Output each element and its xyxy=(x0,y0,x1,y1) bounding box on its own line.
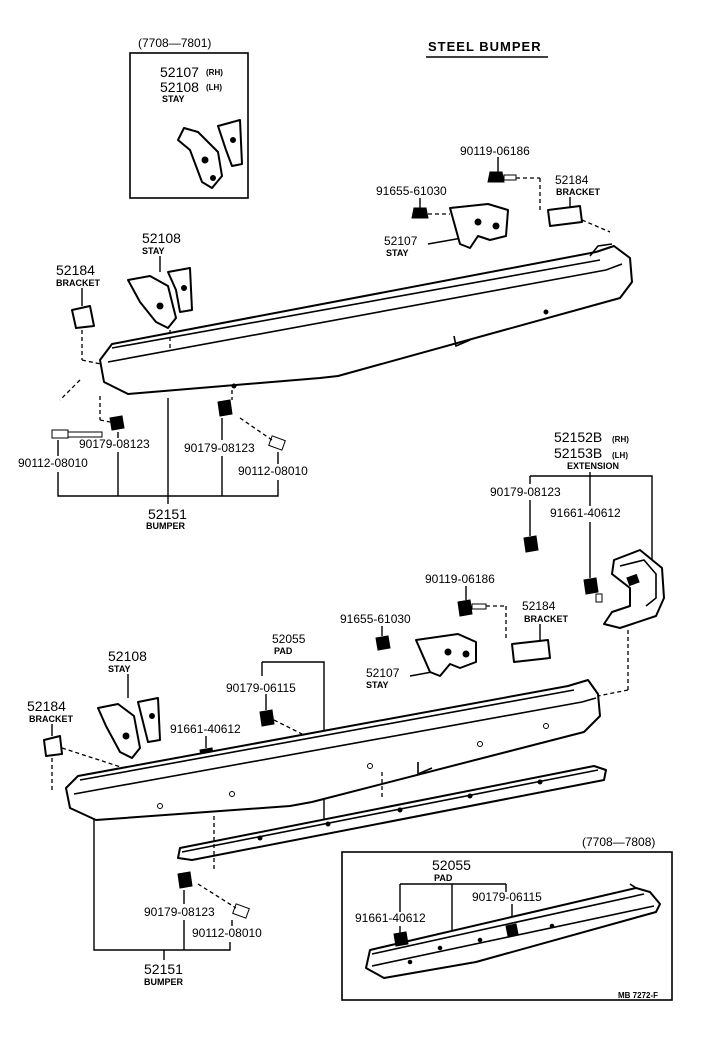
inset2-pad-name: PAD xyxy=(434,873,453,883)
inset1-lh: (LH) xyxy=(206,83,222,92)
lower-nut-pad-part xyxy=(259,709,275,727)
lower-bolt-9165561030: 91655-61030 xyxy=(340,612,411,626)
upper-stay-l-part xyxy=(127,267,193,329)
inset1-pn-lh: 52108 xyxy=(160,79,199,95)
lower-bolt-9165561030-part xyxy=(375,635,391,651)
upper-stay-name-l: STAY xyxy=(142,246,165,256)
upper-bracket-pn-r: 52184 xyxy=(555,173,589,187)
inset1-rh: (RH) xyxy=(206,68,223,77)
inset1-box xyxy=(129,52,249,199)
ext-nut: 90179-08123 xyxy=(490,485,561,499)
ext-pn-lh: 52153B xyxy=(554,445,602,461)
lower-bracket-l-part xyxy=(43,735,63,757)
lower-bracket-pn-l: 52184 xyxy=(27,698,66,714)
lower-stay-pn-l: 52108 xyxy=(108,648,147,664)
inset1-pn-rh: 52107 xyxy=(160,64,199,80)
inset2-box xyxy=(341,851,673,1001)
inset2-pad-pn: 52055 xyxy=(432,857,471,873)
inset2-bumper-part xyxy=(365,883,661,979)
lower-bracket-name-l: BRACKET xyxy=(29,714,74,724)
inset2-nut: 90179-06115 xyxy=(472,890,542,904)
upper-stay-pn-r: 52107 xyxy=(384,234,418,248)
lower-stay-l-part xyxy=(97,697,161,759)
lower-stay-r-part xyxy=(415,633,477,677)
extension-part xyxy=(603,549,665,629)
upper-bolt-9011906186: 90119-06186 xyxy=(460,144,530,158)
lower-pad-name: PAD xyxy=(274,646,293,656)
inset2-bolt: 91661-40612 xyxy=(355,911,426,925)
upper-bracket-r-part xyxy=(547,205,583,227)
lower-bolt-pad: 91661-40612 xyxy=(170,722,241,736)
upper-nut-b-part xyxy=(217,399,233,417)
lower-bolt: 90112-08010 xyxy=(192,926,262,940)
upper-bracket-l-part xyxy=(71,305,95,329)
upper-nut-b: 90179-08123 xyxy=(184,441,255,455)
lower-stay-pn-r: 52107 xyxy=(366,666,400,680)
lower-bracket-pn-r: 52184 xyxy=(522,599,556,613)
ext-name: EXTENSION xyxy=(567,461,619,471)
lower-nut-part xyxy=(177,871,193,889)
lower-nut: 90179-08123 xyxy=(144,905,215,919)
upper-bumper-name: BUMPER xyxy=(146,521,186,531)
ext-nut-part xyxy=(523,535,539,553)
inset2-period: (7708—7808) xyxy=(582,835,655,849)
ext-bolt-part xyxy=(583,577,603,603)
lower-bolt-9011906186-part xyxy=(457,599,487,617)
upper-bolt-9165561030-part xyxy=(411,207,429,219)
upper-bolt-b-part xyxy=(239,417,286,451)
ext-pn-rh: 52152B xyxy=(554,429,602,445)
ext-bolt: 91661-40612 xyxy=(550,506,621,520)
lower-bracket-name-r: BRACKET xyxy=(524,614,569,624)
lower-bumper-part xyxy=(65,679,601,821)
diagram-title: STEEL BUMPER xyxy=(428,39,542,54)
lower-bolt-part xyxy=(197,883,250,919)
ext-lh: (LH) xyxy=(612,451,628,460)
lower-pad-strip-part xyxy=(177,765,607,861)
upper-stay-name-r: STAY xyxy=(386,248,409,258)
lower-stay-name-r: STAY xyxy=(366,680,389,690)
upper-bumper-part xyxy=(99,243,633,395)
upper-bracket-pn-l: 52184 xyxy=(56,262,95,278)
inset1-period: (7708—7801) xyxy=(138,36,211,50)
upper-bolt-9165561030: 91655-61030 xyxy=(376,184,447,198)
inset1-stay-part xyxy=(177,119,243,189)
upper-nut-a-part xyxy=(109,415,125,431)
upper-bracket-name-r: BRACKET xyxy=(556,187,601,197)
lower-nut-pad: 90179-06115 xyxy=(226,681,296,695)
upper-stay-r-part xyxy=(449,203,509,249)
upper-bracket-name-l: BRACKET xyxy=(56,278,101,288)
upper-bolt-a: 90112-08010 xyxy=(18,456,88,470)
footer-code: MB 7272-F xyxy=(618,991,658,1000)
ext-rh: (RH) xyxy=(612,435,629,444)
upper-stay-pn-l: 52108 xyxy=(142,230,181,246)
lower-stay-name-l: STAY xyxy=(108,664,131,674)
lower-bumper-pn: 52151 xyxy=(144,961,183,977)
lower-bolt-9011906186: 90119-06186 xyxy=(425,572,495,586)
inset1-name: STAY xyxy=(162,94,185,104)
upper-bolt-9011906186-part xyxy=(487,171,517,183)
lower-bracket-r-part xyxy=(511,639,551,663)
upper-bolt-a-part xyxy=(51,429,103,439)
upper-bumper-pn: 52151 xyxy=(148,506,187,522)
lower-pad-pn: 52055 xyxy=(272,632,306,646)
upper-nut-a: 90179-08123 xyxy=(79,437,150,451)
upper-bolt-b: 90112-08010 xyxy=(238,464,308,478)
lower-bumper-name: BUMPER xyxy=(144,977,184,987)
